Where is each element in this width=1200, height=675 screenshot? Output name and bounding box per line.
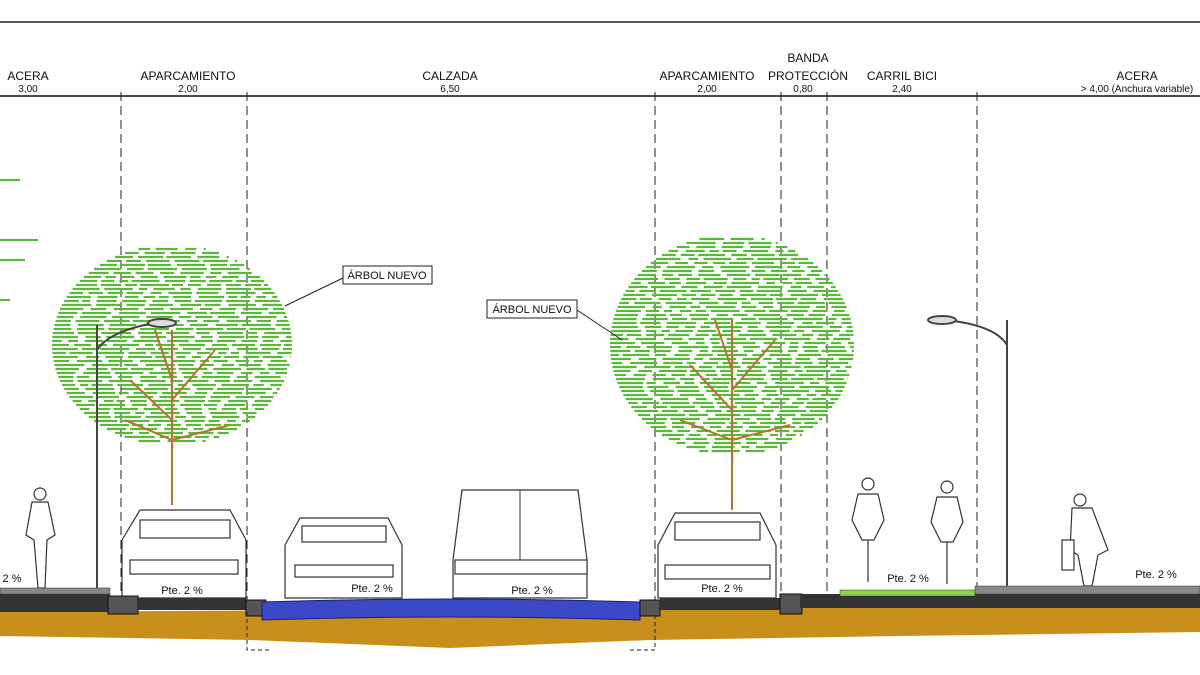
street-light-left bbox=[96, 318, 177, 590]
slope-label: Pte. 2 % bbox=[701, 583, 743, 595]
tree-partial-left bbox=[0, 178, 38, 302]
section-carril-bici-label: CARRIL BICI bbox=[867, 69, 937, 83]
car-parked-left bbox=[121, 509, 247, 599]
section-banda-label: BANDA bbox=[787, 51, 828, 65]
section-proteccion-label: PROTECCIÓN bbox=[768, 68, 848, 83]
tree-icon bbox=[610, 237, 854, 510]
tree-icon bbox=[52, 247, 292, 505]
car-calzada-left bbox=[284, 517, 403, 599]
slope-label: Pte. 2 % bbox=[161, 585, 203, 597]
section-acera-right-width: > 4,00 (Anchura variable) bbox=[1081, 84, 1194, 95]
section-calzada-label: CALZADA bbox=[422, 69, 477, 83]
section-acera-left-label: ACERA bbox=[7, 69, 48, 83]
tree-label-2: ÁRBOL NUEVO bbox=[486, 299, 623, 341]
pedestrian-left bbox=[25, 487, 56, 589]
street-light-right bbox=[927, 315, 1008, 590]
section-acera-left-width: 3,00 bbox=[18, 84, 38, 95]
tree-label-1: ÁRBOL NUEVO bbox=[284, 265, 433, 307]
van-calzada bbox=[452, 489, 588, 599]
section-aparcamiento-left-width: 2,00 bbox=[178, 84, 198, 95]
slope-labels: 2 % Pte. 2 % Pte. 2 % Pte. 2 % Pte. 2 % … bbox=[3, 569, 1177, 597]
slope-label: Pte. 2 % bbox=[511, 585, 553, 597]
section-acera-right-label: ACERA bbox=[1116, 69, 1157, 83]
pedestrian-right bbox=[1061, 493, 1109, 587]
slope-label: Pte. 2 % bbox=[351, 583, 393, 595]
ground-section bbox=[0, 585, 1200, 651]
cyclist-2 bbox=[930, 480, 964, 584]
slope-label: 2 % bbox=[3, 573, 22, 585]
section-aparcamiento-right-label: APARCAMIENTO bbox=[660, 69, 755, 83]
svg-text:ÁRBOL NUEVO: ÁRBOL NUEVO bbox=[347, 269, 427, 282]
section-aparcamiento-left-label: APARCAMIENTO bbox=[141, 69, 236, 83]
section-calzada-width: 6,50 bbox=[440, 84, 460, 95]
svg-text:ÁRBOL NUEVO: ÁRBOL NUEVO bbox=[492, 303, 572, 316]
section-banda-width: 0,80 bbox=[793, 84, 813, 95]
section-carril-bici-width: 2,40 bbox=[892, 84, 912, 95]
slope-label: Pte. 2 % bbox=[1135, 569, 1177, 581]
section-aparcamiento-right-width: 2,00 bbox=[697, 84, 717, 95]
slope-label: Pte. 2 % bbox=[887, 573, 929, 585]
cyclist-1 bbox=[851, 477, 885, 582]
car-parked-right bbox=[657, 512, 777, 599]
